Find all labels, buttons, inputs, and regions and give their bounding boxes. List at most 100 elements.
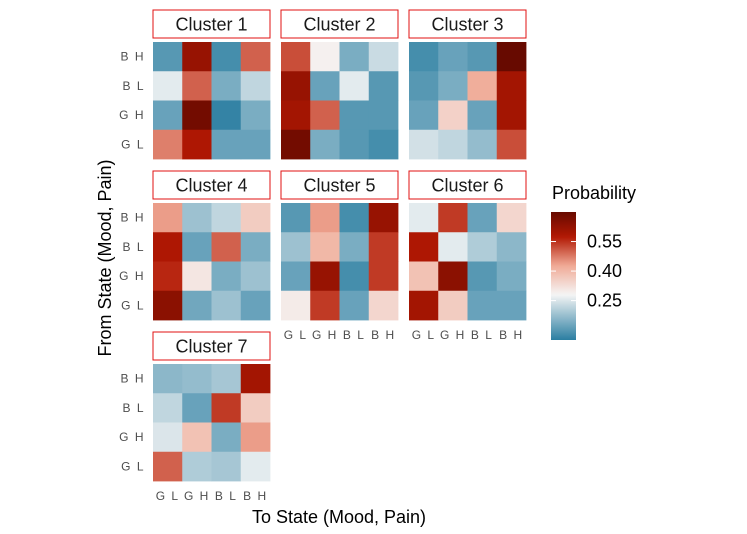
heatmap-cell bbox=[310, 261, 340, 292]
y-tick-label: B H bbox=[120, 211, 145, 225]
heatmap-cell bbox=[211, 451, 242, 482]
heatmap-cell bbox=[153, 203, 183, 233]
heatmap-cell bbox=[438, 42, 468, 72]
heatmap-cell bbox=[281, 203, 311, 233]
heatmap-cell bbox=[153, 364, 183, 394]
facet-strip bbox=[280, 170, 399, 200]
facet-label: Cluster 3 bbox=[431, 15, 503, 35]
heatmap-cell bbox=[467, 129, 498, 160]
heatmap-cell bbox=[281, 261, 311, 292]
heatmap-cell bbox=[409, 290, 439, 321]
heatmap-cell bbox=[240, 422, 271, 453]
heatmap-cell bbox=[240, 42, 271, 72]
facet-strip bbox=[408, 9, 527, 39]
heatmap-cell bbox=[211, 261, 242, 292]
facet-4: Cluster 4 bbox=[152, 170, 271, 321]
facet-label: Cluster 6 bbox=[431, 176, 503, 196]
heatmap-cell bbox=[281, 129, 311, 160]
heatmap-cell bbox=[438, 290, 468, 321]
heatmap-cell bbox=[240, 129, 271, 160]
y-axis-ticks: B HB LG HG LB HB LG HG LB HB LG HG L bbox=[119, 50, 145, 474]
legend-colorbar bbox=[551, 212, 576, 340]
heatmap-cell bbox=[182, 203, 212, 233]
heatmap-cell bbox=[368, 290, 399, 321]
heatmap-cell bbox=[182, 364, 212, 394]
heatmap-cell bbox=[182, 393, 212, 423]
heatmap-cell bbox=[281, 290, 311, 321]
heatmap-cell bbox=[153, 129, 183, 160]
x-tick-label: G L bbox=[284, 328, 308, 342]
x-tick-label: B L bbox=[471, 328, 494, 342]
facet-3: Cluster 3 bbox=[408, 9, 527, 160]
heatmap-cell bbox=[182, 129, 212, 160]
heatmap-cell bbox=[240, 364, 271, 394]
heatmap-cell bbox=[310, 100, 340, 131]
heatmap-cell bbox=[211, 364, 242, 394]
heatmap-cell bbox=[281, 232, 311, 262]
heatmap-cell bbox=[153, 42, 183, 72]
facet-1: Cluster 1 bbox=[152, 9, 271, 160]
heatmap-cell bbox=[467, 203, 498, 233]
heatmap-cell bbox=[496, 42, 527, 72]
heatmap-cell bbox=[281, 42, 311, 72]
heatmap-cell bbox=[153, 290, 183, 321]
heatmap-cell bbox=[438, 100, 468, 131]
x-tick-label: B L bbox=[343, 328, 366, 342]
heatmap-cell bbox=[339, 100, 370, 131]
facet-label: Cluster 2 bbox=[303, 15, 375, 35]
heatmap-cell bbox=[211, 232, 242, 262]
y-tick-label: G H bbox=[119, 108, 145, 122]
heatmap-cell bbox=[438, 129, 468, 160]
heatmap-cell bbox=[240, 290, 271, 321]
heatmap-cell bbox=[496, 71, 527, 101]
heatmap-cell bbox=[409, 232, 439, 262]
heatmap-cell bbox=[240, 261, 271, 292]
heatmap-cell bbox=[368, 71, 399, 101]
heatmap-cell bbox=[240, 393, 271, 423]
heatmap-cell bbox=[211, 71, 242, 101]
heatmap-cell bbox=[368, 232, 399, 262]
heatmap-cell bbox=[409, 71, 439, 101]
heatmap-cell bbox=[153, 232, 183, 262]
y-tick-label: B H bbox=[120, 372, 145, 386]
heatmap-cell bbox=[153, 451, 183, 482]
x-tick-label: G L bbox=[412, 328, 436, 342]
heatmap-cell bbox=[211, 203, 242, 233]
heatmap-cell bbox=[310, 129, 340, 160]
heatmap-cell bbox=[409, 42, 439, 72]
heatmap-cell bbox=[438, 203, 468, 233]
heatmap-cell bbox=[409, 129, 439, 160]
facet-2: Cluster 2 bbox=[280, 9, 399, 160]
heatmap-cell bbox=[339, 42, 370, 72]
x-tick-label: B H bbox=[371, 328, 396, 342]
facet-strip bbox=[152, 331, 271, 361]
heatmap-cell bbox=[409, 203, 439, 233]
y-tick-label: G L bbox=[121, 459, 145, 473]
heatmap-cell bbox=[310, 71, 340, 101]
x-axis-title: To State (Mood, Pain) bbox=[252, 507, 426, 527]
heatmap-cell bbox=[211, 393, 242, 423]
heatmap-cell bbox=[211, 290, 242, 321]
heatmap-cell bbox=[438, 261, 468, 292]
heatmap-cell bbox=[368, 129, 399, 160]
facet-label: Cluster 7 bbox=[175, 337, 247, 357]
heatmap-cell bbox=[211, 422, 242, 453]
heatmap-cell bbox=[310, 42, 340, 72]
facet-label: Cluster 5 bbox=[303, 176, 375, 196]
facet-strip bbox=[152, 9, 271, 39]
heatmap-cell bbox=[409, 100, 439, 131]
legend-title: Probability bbox=[552, 183, 636, 203]
y-tick-label: B H bbox=[120, 50, 145, 64]
heatmap-cell bbox=[496, 203, 527, 233]
heatmap-cell bbox=[153, 71, 183, 101]
heatmap-cell bbox=[496, 100, 527, 131]
heatmap-cell bbox=[240, 100, 271, 131]
heatmap-cell bbox=[182, 100, 212, 131]
x-tick-label: G L bbox=[156, 489, 180, 503]
legend: Probability 0.550.400.25 bbox=[551, 183, 636, 340]
legend-tick-label: 0.40 bbox=[587, 261, 622, 281]
heatmap-cell bbox=[368, 100, 399, 131]
heatmap-cell bbox=[467, 261, 498, 292]
heatmap-cell bbox=[310, 203, 340, 233]
